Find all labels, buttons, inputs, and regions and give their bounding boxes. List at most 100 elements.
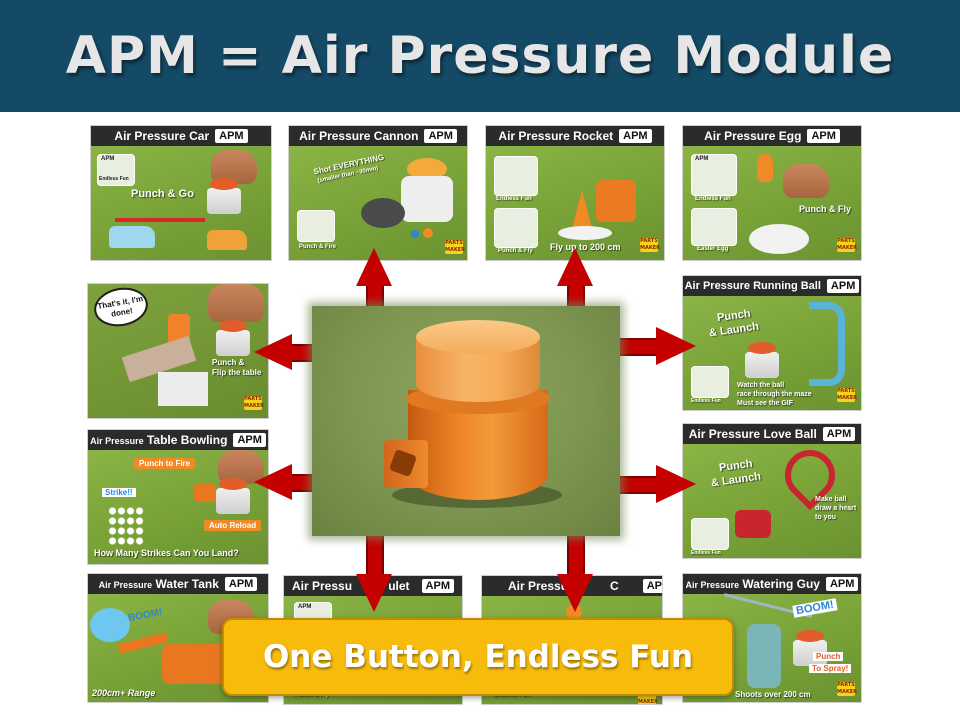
- card-title-bar: Air Pressure Cannon APM: [289, 126, 467, 146]
- parts-maker-logo: PARTS MAKER: [837, 388, 857, 402]
- car-orange-image: [207, 230, 247, 250]
- punch-fire-label: Punch & Fire: [299, 244, 337, 250]
- endless-fun-label: Endless Fun: [691, 550, 721, 556]
- arrow-down-right-head: [557, 574, 593, 612]
- card-air-pressure-love-ball[interactable]: Air Pressure Love Ball APM Punch & Launc…: [683, 424, 861, 558]
- apm-module-image: [216, 320, 250, 356]
- boom-label: BOOM!: [792, 598, 838, 618]
- cannon-orange-top: [407, 158, 447, 180]
- water-splash: [90, 608, 130, 642]
- inset-label: APM: [298, 604, 312, 610]
- card-air-pressure-car[interactable]: Air Pressure Car APM APM Endless Fun Pun…: [91, 126, 271, 260]
- card-image: Punch & Launch Endless Fun Make ball dra…: [683, 439, 861, 558]
- page-title: APM = Air Pressure Module: [65, 26, 895, 86]
- card-title-bar: Air Pressure Table Bowling APM: [88, 430, 268, 450]
- bowling-pins: [108, 506, 144, 546]
- card-title-bar: Air Pressure Love Ball APM: [683, 424, 861, 444]
- card-title-prefix: Air Pressure: [98, 580, 153, 590]
- launcher-orange: [194, 484, 216, 502]
- easter-egg-label: Easter Egg: [697, 246, 729, 252]
- apm-badge: APM: [807, 129, 840, 143]
- punch-fly-label: Punch & Fly: [498, 248, 533, 254]
- card-title-bar: Air Pressure Water Tank APM: [88, 574, 268, 594]
- card-flip-table[interactable]: That's it, I'm done! Punch & Flip the ta…: [88, 284, 268, 418]
- apm-badge: APM: [822, 427, 856, 441]
- card-title-bar: Air Pressure Car APM: [91, 126, 271, 146]
- card-title-end: C: [610, 579, 619, 593]
- card-title: Air Pressure Running Ball: [684, 280, 821, 292]
- header-bar: APM = Air Pressure Module: [0, 0, 960, 112]
- stand-white: [158, 372, 208, 406]
- inset-punch-fly: [494, 208, 538, 248]
- endless-fun-label: Endless Fun: [496, 196, 532, 202]
- inset-endless: [494, 156, 538, 196]
- card-title-end: ulet: [388, 579, 410, 593]
- parts-maker-logo: PARTS MAKER: [244, 396, 264, 410]
- card-title-bar: Air Pressure Running Ball APM: [683, 276, 861, 296]
- card-title: Air Pressu: [292, 579, 353, 593]
- gif-label: Must see the GIF: [737, 400, 794, 407]
- card-title-prefix: Air Pressure: [90, 436, 144, 446]
- arrow-down-left-head: [356, 574, 392, 612]
- card-image: Shot EVERYTHING (smaller than ~30mm) Pun…: [289, 146, 467, 260]
- inset-label: APM: [101, 156, 115, 162]
- launch-label: & Launch: [708, 320, 760, 340]
- inset-apm: [691, 154, 737, 196]
- card-title: Water Tank: [155, 577, 219, 591]
- card-image: Punch & Launch Endless Fun Watch the bal…: [683, 296, 861, 410]
- tank-body: [162, 644, 232, 684]
- arrow-right-bottom-head: [656, 465, 696, 503]
- tagline-banner: One Button, Endless Fun: [222, 618, 734, 696]
- strike-label: Strike!!: [102, 488, 136, 497]
- card-air-pressure-rocket[interactable]: Air Pressure Rocket APM Endless Fun Punc…: [486, 126, 664, 260]
- card-image: BOOM! 200cm+ Range: [88, 594, 268, 702]
- arrow-left-bottom-head: [254, 464, 292, 500]
- card-title: Air Pressure Car: [114, 129, 210, 143]
- apm-badge: APM: [826, 279, 860, 293]
- arrow-right-bottom-shaft: [618, 476, 658, 494]
- card-title-bar: Air Pressure Egg APM: [683, 126, 861, 146]
- ball-blue: [411, 230, 419, 238]
- apm-module-image: [745, 342, 779, 378]
- apm-badge: APM: [224, 577, 258, 591]
- parts-maker-logo: PARTS MAKER: [837, 238, 857, 252]
- card-title-bar: Air Pressu ulet APM: [284, 576, 462, 596]
- apm-badge: APM: [215, 129, 248, 143]
- punch-label: Punch &: [212, 358, 245, 367]
- range-label: 200cm+ Range: [92, 688, 156, 698]
- card-air-pressure-cannon[interactable]: Air Pressure Cannon APM Shot EVERYTHING …: [289, 126, 467, 260]
- maze-track: [809, 302, 845, 386]
- endless-fun-label: Endless Fun: [691, 398, 721, 404]
- apm-badge: APM: [421, 579, 454, 593]
- card-image: APM Endless Fun Punch & Go: [91, 146, 271, 260]
- fly-height-label: Fly up to 200 cm: [550, 242, 621, 252]
- to-spray-label: To Spray!: [809, 664, 852, 673]
- watering-figure: [747, 624, 781, 688]
- card-title-bar: Air Pressure Rocket APM: [486, 126, 664, 146]
- boom-label: BOOM!: [127, 607, 164, 624]
- inset-label: Endless Fun: [99, 176, 129, 182]
- arrow-up-right-head: [557, 248, 593, 286]
- parts-maker-logo: PARTS MAKER: [640, 238, 660, 252]
- love-apm: [735, 510, 771, 538]
- apm-module-image: [207, 178, 241, 214]
- card-air-pressure-egg[interactable]: Air Pressure Egg APM APM Endless Fun Eas…: [683, 126, 861, 260]
- punch-go-label: Punch & Go: [131, 188, 194, 200]
- card-image: BOOM! Punch To Spray! Shoots over 200 cm…: [683, 593, 861, 702]
- how-many-strikes-label: How Many Strikes Can You Land?: [94, 548, 239, 558]
- inset-apm: [691, 518, 729, 550]
- apm-module-image: [216, 478, 250, 514]
- apm-badge: APM: [424, 129, 457, 143]
- arrow-right-top-shaft: [618, 338, 658, 356]
- card-air-pressure-table-bowling[interactable]: Air Pressure Table Bowling APM Punch to …: [88, 430, 268, 564]
- card-title-prefix: Air Pressure: [685, 580, 740, 590]
- card-title: Watering Guy: [742, 577, 820, 591]
- card-air-pressure-running-ball[interactable]: Air Pressure Running Ball APM Punch & La…: [683, 276, 861, 410]
- inset-easter: [691, 208, 737, 246]
- fist-image: [208, 284, 264, 322]
- card-title: Table Bowling: [146, 433, 228, 447]
- apm-top-cap: [416, 320, 540, 354]
- apm-module-image: [793, 630, 827, 666]
- speech-bubble: That's it, I'm done!: [91, 284, 151, 331]
- arrow-down-right-shaft: [567, 534, 585, 578]
